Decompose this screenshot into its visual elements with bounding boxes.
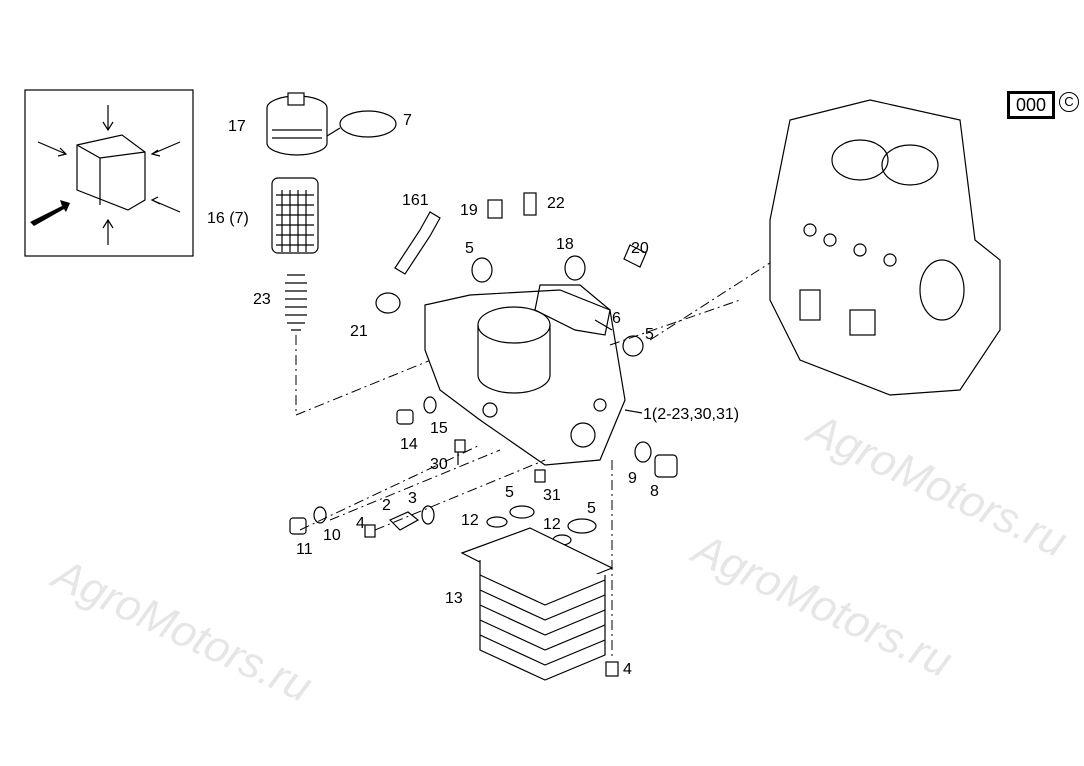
- callout-4: 4: [623, 661, 632, 678]
- callout-5: 5: [587, 500, 596, 517]
- callout-4: 4: [356, 515, 365, 532]
- plug-20: [623, 244, 647, 268]
- sealant-tube: [394, 211, 441, 275]
- oil-filter-housing: [424, 289, 626, 466]
- callout-11: 11: [296, 541, 313, 558]
- watermark: AgroMotors.ru: [43, 548, 319, 711]
- watermark: AgroMotors.ru: [798, 403, 1074, 566]
- callout-18: 18: [556, 236, 574, 253]
- callout-3: 3: [408, 490, 417, 507]
- callout-1: 1(2-23,30,31): [643, 406, 739, 423]
- callout-10: 10: [323, 527, 341, 544]
- spring: [285, 274, 307, 331]
- callout-2: 2: [382, 497, 391, 514]
- o-ring: [339, 110, 397, 138]
- callout-161: 161: [402, 192, 429, 209]
- gasket: [534, 284, 611, 336]
- callout-31: 31: [543, 487, 561, 504]
- callout-23: 23: [253, 291, 271, 308]
- callout-14: 14: [400, 436, 418, 453]
- filter-cap: [266, 92, 328, 156]
- reference-code-box: 000: [1007, 91, 1055, 119]
- callout-9: 9: [628, 470, 637, 487]
- callout-21: 21: [350, 323, 368, 340]
- sensor-switch: [523, 192, 537, 216]
- callout-7: 7: [403, 112, 412, 129]
- callout-17: 17: [228, 118, 246, 135]
- callout-5: 5: [505, 484, 514, 501]
- sensor: [487, 199, 503, 219]
- callout-13: 13: [445, 590, 463, 607]
- copyright-icon: C: [1059, 92, 1079, 112]
- callout-8: 8: [650, 483, 659, 500]
- callout-12: 12: [543, 516, 561, 533]
- callout-15: 15: [430, 420, 448, 437]
- callout-22: 22: [547, 195, 565, 212]
- engine-block: [769, 99, 1001, 396]
- orientation-inset: [24, 89, 194, 257]
- callout-6: 6: [612, 310, 621, 327]
- callout-19: 19: [460, 202, 478, 219]
- callout-labels: 17 7 161 19 22 16 (7) 18 20 5 23 21 6 5 …: [207, 112, 739, 678]
- filter-element: [271, 177, 319, 254]
- callout-12: 12: [461, 512, 479, 529]
- callout-5: 5: [645, 326, 654, 343]
- callout-5: 5: [465, 240, 474, 257]
- watermark: AgroMotors.ru: [683, 523, 959, 686]
- view-arrow-icon: [30, 200, 70, 226]
- callout-16: 16 (7): [207, 210, 249, 227]
- callout-30: 30: [430, 456, 448, 473]
- oil-cooler: [460, 527, 614, 681]
- plug: [375, 292, 401, 314]
- callout-20: 20: [631, 240, 649, 257]
